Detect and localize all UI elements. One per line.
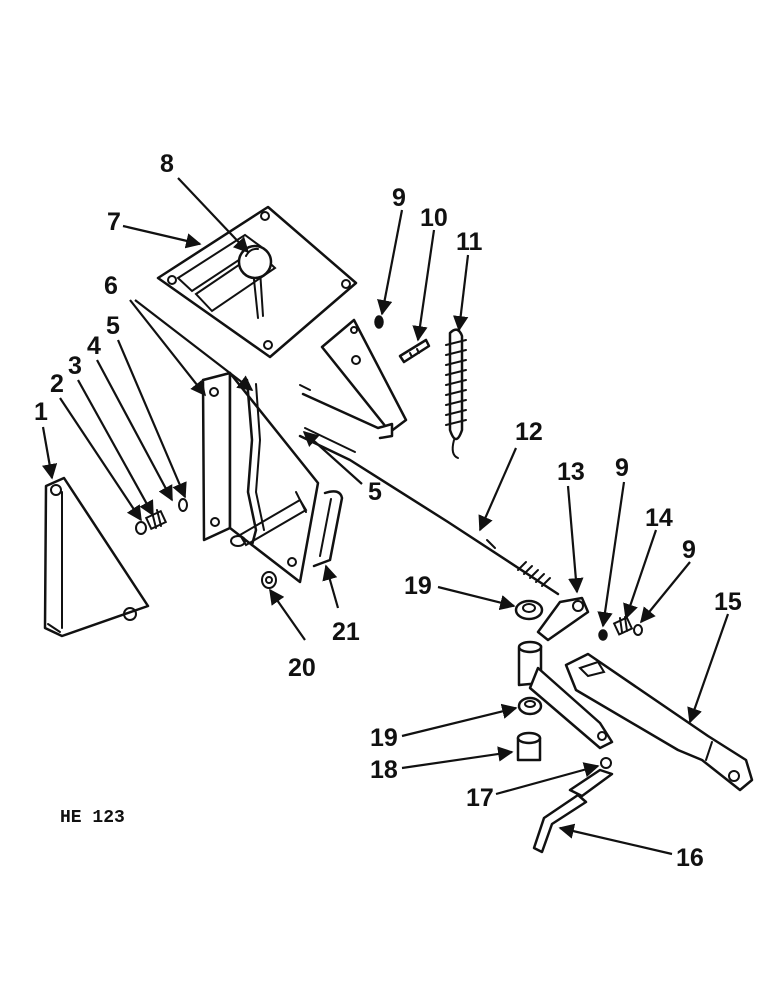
callout-9-top: 9 [392,184,406,212]
leader-lines [41,177,730,856]
callout-8: 8 [160,150,174,178]
lever-arm [564,652,754,792]
callout-6: 6 [104,272,118,300]
callout-5-right: 5 [368,478,382,506]
callout-3: 3 [68,352,82,380]
spring-bushing-set [135,498,188,535]
callout-18: 18 [370,756,398,784]
pivot-bracket [299,318,408,440]
shift-knob [237,244,273,319]
callout-2: 2 [50,370,64,398]
mounting-bracket [43,476,150,638]
lever-bracket-assembly [201,371,320,584]
figure-id: HE 123 [60,808,125,828]
bent-rod [312,490,344,568]
fastener-set-right [598,616,643,641]
callout-labels: 1 2 3 4 5 5 6 7 8 9 9 9 10 11 12 13 14 1… [34,150,742,872]
callout-9-mid: 9 [615,454,629,482]
callout-13: 13 [557,458,585,486]
callout-14: 14 [645,504,673,532]
shifter-plate [156,205,358,359]
callout-12: 12 [515,418,543,446]
callout-9-right: 9 [682,536,696,564]
callout-19-upper: 19 [404,572,432,600]
callout-4: 4 [87,332,101,360]
callout-7: 7 [107,208,121,236]
callout-17: 17 [466,784,494,812]
callout-11: 11 [456,228,483,256]
pin-and-handle [532,757,614,854]
long-rod [298,427,560,596]
pivot-arm-assembly [514,596,614,762]
callout-16: 16 [676,844,704,872]
callout-10: 10 [420,204,448,232]
callout-15: 15 [714,588,742,616]
spring-11 [445,328,467,459]
callout-5-left: 5 [106,312,120,340]
callout-21: 21 [332,618,360,646]
callout-19-lower: 19 [370,724,398,752]
callout-20: 20 [288,654,316,682]
bolt-10 [398,338,431,364]
callout-1: 1 [34,398,48,426]
washer-20 [261,571,277,589]
washer-9-upper [374,315,384,329]
